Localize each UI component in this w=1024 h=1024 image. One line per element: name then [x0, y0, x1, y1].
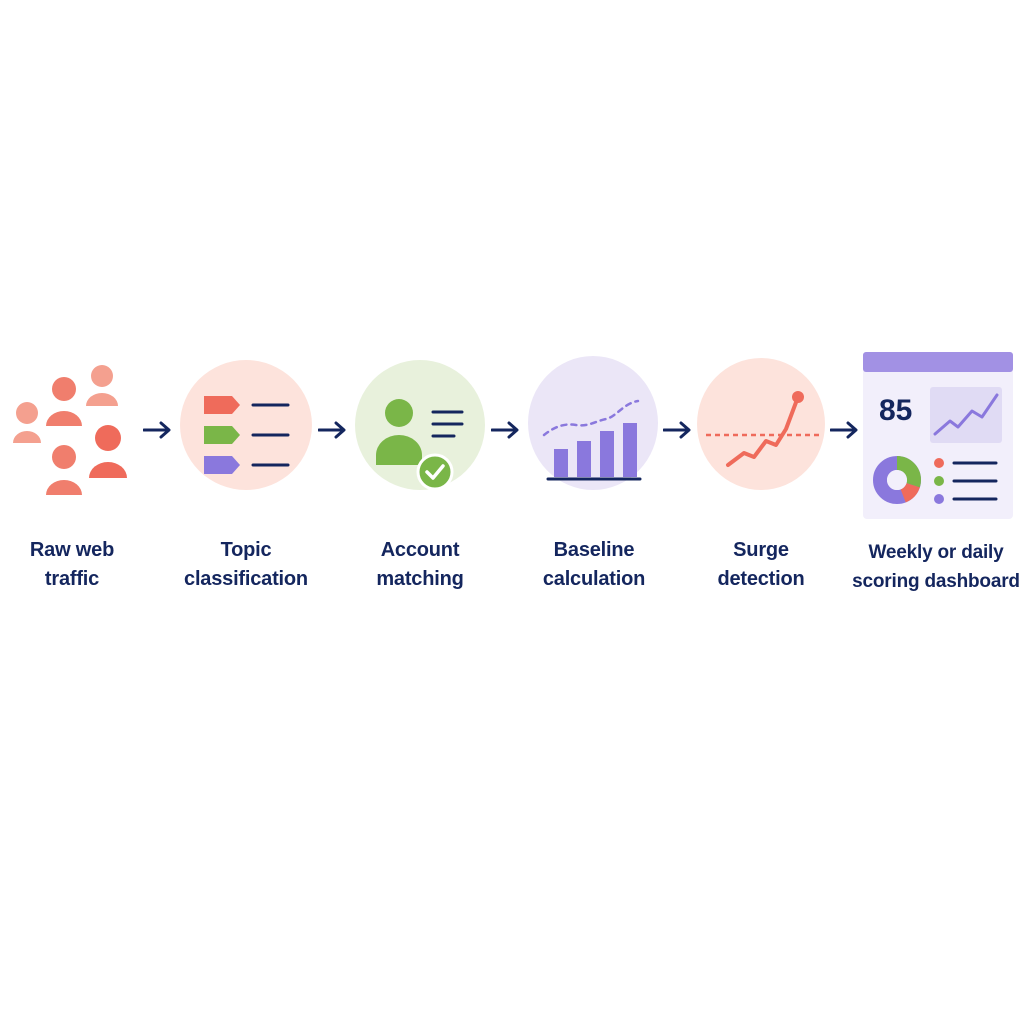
arrow-right-icon: [318, 421, 346, 439]
tag-list-icon: [200, 390, 300, 480]
arrow-right-icon: [491, 421, 519, 439]
step-label-surge-detection: Surge detection: [717, 539, 805, 590]
people-group-icon: [10, 360, 135, 500]
topic-circle: [180, 360, 312, 490]
arrow-right-icon: [143, 421, 171, 439]
dashboard-score: 85: [879, 394, 913, 427]
step-label-account-matching: Account matching: [376, 539, 464, 590]
surge-circle: [697, 358, 825, 490]
step-label-scoring-dashboard: Weekly or daily scoring dashboard: [852, 542, 1020, 592]
arrow-right-icon: [663, 421, 691, 439]
step-label-topic-classification: Topic classification: [184, 539, 308, 590]
step-label-baseline-calculation: Baseline calculation: [542, 539, 646, 590]
bar-chart-baseline-icon: [540, 393, 644, 485]
user-check-icon: [370, 393, 470, 493]
step-label-raw-web-traffic: Raw web traffic: [29, 539, 115, 590]
surge-line-icon: [700, 385, 825, 485]
arrow-right-icon: [830, 421, 858, 439]
dashboard-icon: [862, 351, 1014, 520]
